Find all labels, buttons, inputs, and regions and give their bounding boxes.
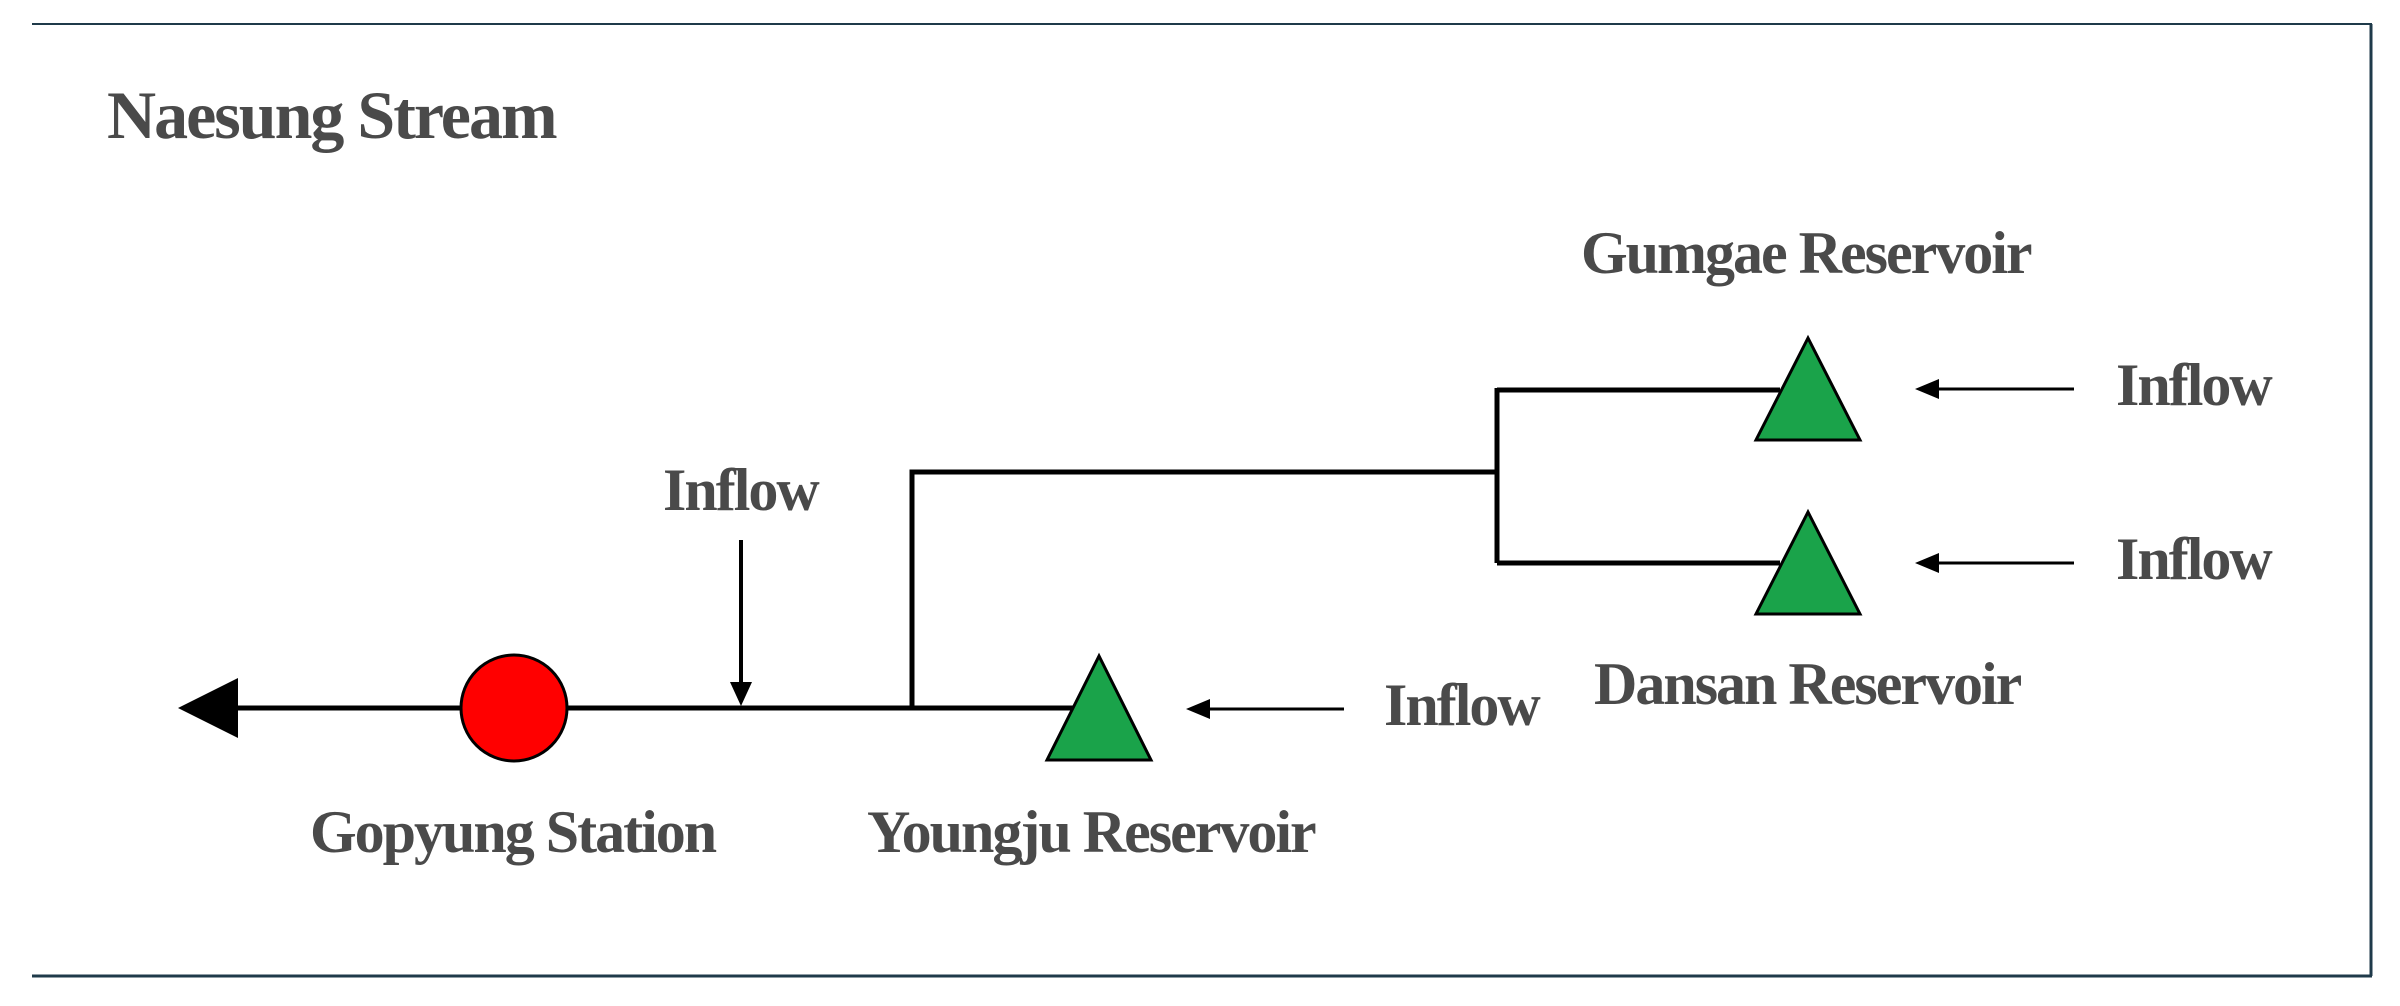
main-stream-inflow-arrowhead-icon	[730, 682, 752, 706]
diagram-title: Naesung Stream	[107, 77, 557, 153]
gumgae-reservoir-marker	[1753, 334, 1863, 442]
dansan-reservoir-marker	[1753, 508, 1863, 616]
dansan-inflow-arrowhead-icon	[1915, 553, 1939, 573]
gumgae-inflow-arrowhead-icon	[1915, 379, 1939, 399]
gopyung-station-marker	[459, 653, 569, 763]
dansan-inflow-label: Inflow	[2116, 526, 2273, 592]
gopyung-station-label: Gopyung Station	[310, 799, 717, 865]
youngju-inflow-label: Inflow	[1384, 672, 1541, 738]
tributary-line	[909, 469, 1497, 708]
youngju-reservoir-label: Youngju Reservoir	[867, 799, 1316, 865]
youngju-inflow-arrowhead-icon	[1186, 699, 1210, 719]
dansan-reservoir-label: Dansan Reservoir	[1594, 651, 2022, 717]
gumgae-reservoir-label: Gumgae Reservoir	[1581, 220, 2032, 286]
outflow-arrowhead-icon	[178, 678, 238, 738]
main-stream-inflow-label: Inflow	[663, 457, 820, 523]
youngju-reservoir-marker	[1044, 652, 1154, 762]
gumgae-inflow-label: Inflow	[2116, 352, 2273, 418]
